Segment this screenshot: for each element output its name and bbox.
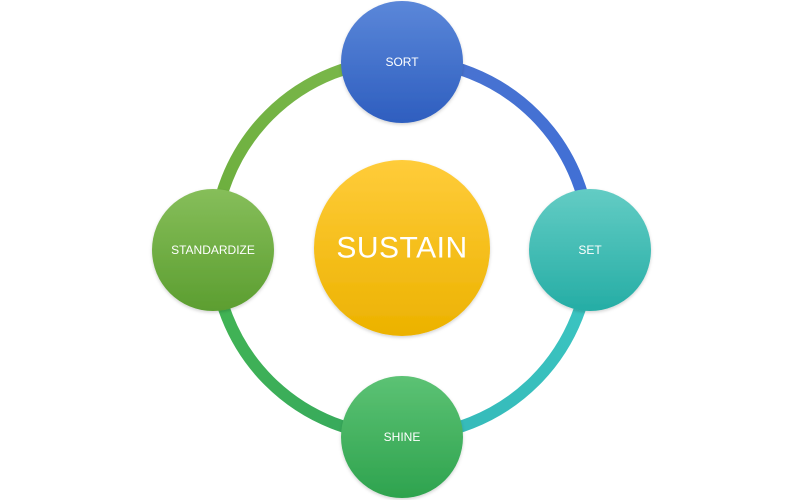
node-standardize: STANDARDIZE — [152, 189, 274, 311]
node-standardize-label: STANDARDIZE — [171, 243, 255, 257]
node-set-label: SET — [578, 243, 602, 257]
node-set: SET — [529, 189, 651, 311]
node-shine-label: SHINE — [384, 430, 421, 444]
center-node-label: SUSTAIN — [336, 232, 467, 265]
node-sort: SORT — [341, 1, 463, 123]
center-node-sustain: SUSTAIN — [314, 160, 490, 336]
node-sort-label: SORT — [385, 55, 419, 69]
node-shine: SHINE — [341, 376, 463, 498]
